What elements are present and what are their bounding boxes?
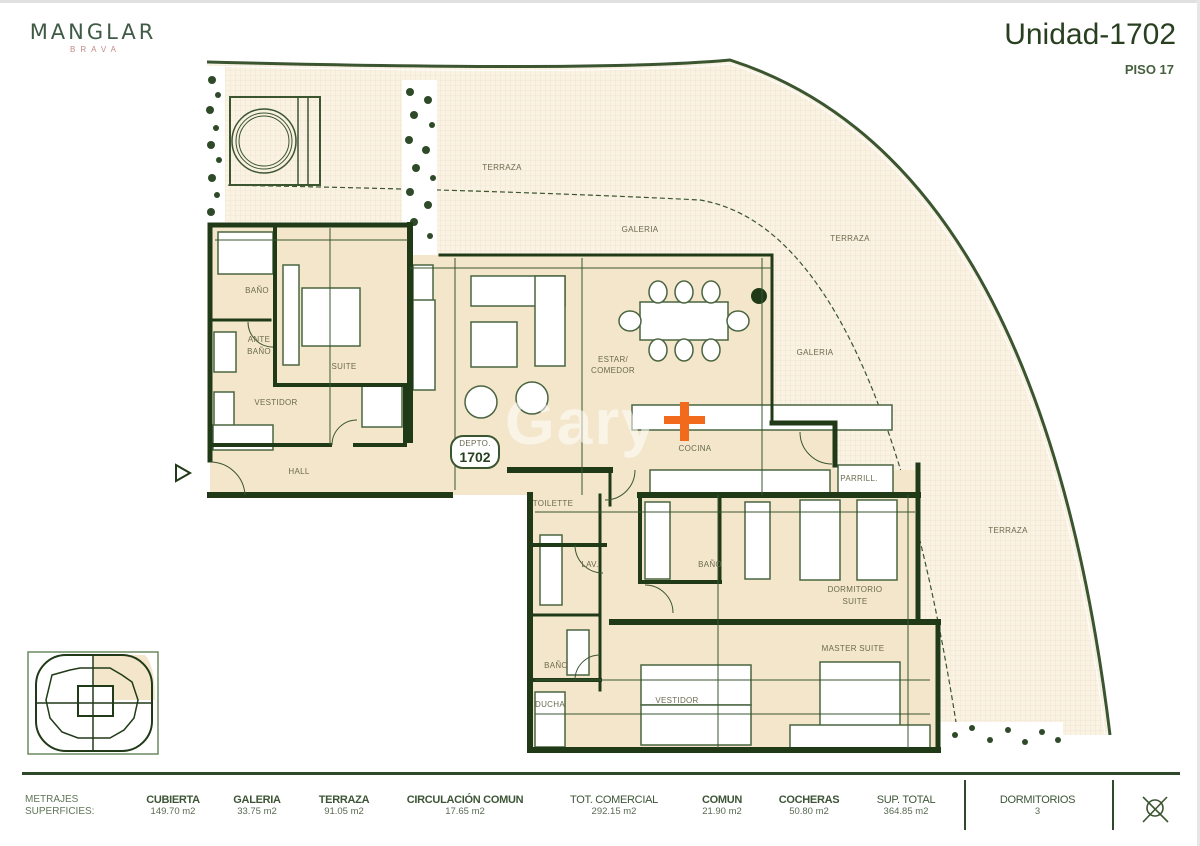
room-label-estar: ESTAR/ [598,355,629,364]
stat-value: 17.65 m2 [445,806,485,817]
footer-separator [964,780,966,830]
watermark-plus-icon [664,402,705,441]
room-label-galeria: GALERIA [797,348,834,357]
room-label-terraza: TERRAZA [482,163,522,172]
column-icon [751,288,767,304]
stat-value: 50.80 m2 [789,806,829,817]
room-label-bano: BAÑO [245,286,269,295]
watermark-text: Gary [505,386,659,458]
metrajes-label-line1: METRAJES [25,794,79,805]
stat-value: 3 [1034,806,1041,817]
room-label-bano: BAÑO [698,560,722,569]
walls [207,222,941,753]
unit-title: Unidad-1702 [1004,18,1176,51]
stat-name: DORMITORIOS [999,794,1076,806]
room-label-galeria: GALERIA [622,225,659,234]
stat-value: 91.05 m2 [324,806,364,817]
floor-label: PISO 17 [1124,62,1174,77]
location-minimap [27,651,159,755]
room-label-comedor: COMEDOR [591,366,635,375]
stat-value: 33.75 m2 [237,806,277,817]
entry-arrow-icon [175,463,193,483]
room-label-ducha: DUCHA [535,700,565,709]
room-label-ante: ANTE [248,335,271,344]
footer-divider [22,772,1180,775]
stat-name: COCHERAS [778,794,840,806]
brand-logo: MANGLAR BRAVA [18,20,168,54]
metrajes-label-line2: SUPERFICIES: [25,806,95,817]
planter-bottom-right [938,722,1063,752]
planter-left [205,66,225,226]
room-label-vestidor: VESTIDOR [254,398,297,407]
room-label-suite: SUITE [331,362,356,371]
right-border [1197,0,1200,846]
stat-name: CIRCULACIÓN COMUN [406,794,524,806]
stat-name: TERRAZA [318,794,370,806]
room-label-bano: BAÑO [247,347,271,356]
room-label-dormitorio: DORMITORIO [828,585,883,594]
stat-circulacion: CIRCULACIÓN COMUN 17.65 m2 [390,794,540,818]
stat-terraza: TERRAZA 91.05 m2 [308,794,380,818]
stat-name: GALERIA [233,794,281,806]
furniture [212,231,931,751]
room-label-vestidor: VESTIDOR [655,696,698,705]
room-label-master-suite: MASTER SUITE [822,644,885,653]
stat-value: 149.70 m2 [150,806,196,817]
stat-sup-total: SUP. TOTAL 364.85 m2 [862,794,950,818]
room-label-terraza: TERRAZA [988,526,1028,535]
stat-tot-comercial: TOT. COMERCIAL 292.15 m2 [555,794,673,818]
stat-comun: COMUN 21.90 m2 [690,794,754,818]
room-label-toilette: TOILETTE [533,499,573,508]
stat-cubierta: CUBIERTA 149.70 m2 [138,794,208,818]
room-label-dormitorio-suite: SUITE [842,597,867,606]
jacuzzi [229,96,321,186]
stat-galeria: GALERIA 33.75 m2 [222,794,292,818]
stat-value: 21.90 m2 [702,806,742,817]
depto-number: 1702 [459,449,490,465]
stat-name: COMUN [701,794,743,806]
stat-name: SUP. TOTAL [876,794,936,806]
metrajes-label: METRAJES SUPERFICIES: [25,794,94,818]
brand-name: MANGLAR [29,20,157,44]
stat-cocheras: COCHERAS 50.80 m2 [770,794,848,818]
stat-dormitorios: DORMITORIOS 3 [985,794,1090,818]
terrace-edge [206,58,1112,736]
stat-value: 364.85 m2 [883,806,929,817]
stat-name: TOT. COMERCIAL [570,794,658,806]
depto-badge [450,435,500,469]
room-label-bano: BAÑO [544,661,568,670]
stat-name: CUBIERTA [146,794,200,806]
room-label-parrilla: PARRILL. [840,474,877,483]
room-label-hall: HALL [288,467,309,476]
depto-label: DEPTO. [459,439,490,448]
room-label-cocina: COCINA [679,444,712,453]
no-pets-icon [1142,796,1169,823]
top-border [0,0,1200,3]
footer-separator [1112,780,1114,830]
door-swings [209,321,833,681]
stat-value: 292.15 m2 [591,806,637,817]
room-label-terraza: TERRAZA [830,234,870,243]
brand-sub: BRAVA [70,45,121,54]
room-label-lav: LAV. [581,560,598,569]
